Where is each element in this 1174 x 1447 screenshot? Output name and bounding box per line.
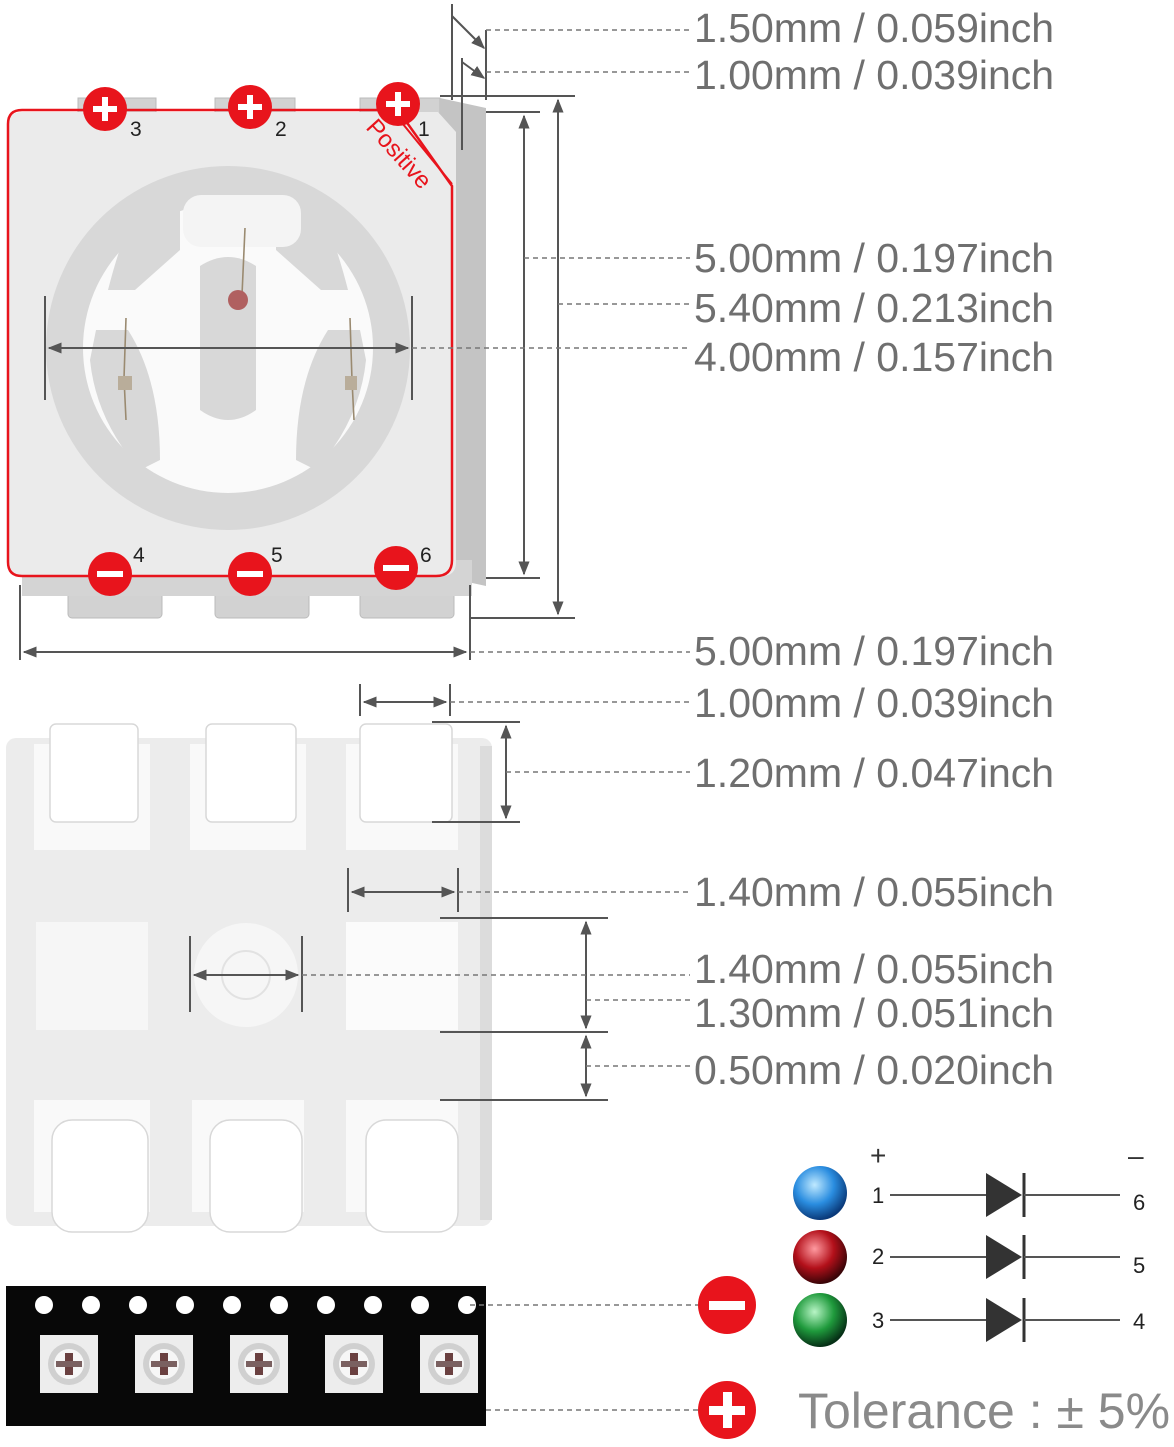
green-anode-pin: 3 <box>872 1308 884 1333</box>
sprocket-hole <box>458 1296 476 1314</box>
green-led-icon <box>793 1293 847 1347</box>
sprocket-hole <box>270 1296 288 1314</box>
dim-center-pad-width: 1.40mm / 0.055inch <box>694 869 1055 915</box>
sprocket-hole <box>35 1296 53 1314</box>
top-leader-lines <box>412 29 690 653</box>
red-channel: 2 5 <box>793 1230 1145 1284</box>
sprocket-hole <box>317 1296 335 1314</box>
body-outline <box>6 108 454 578</box>
dim-top-margin: 1.00mm / 0.039inch <box>694 52 1055 98</box>
dim-circle-diameter: 1.40mm / 0.055inch <box>694 946 1055 992</box>
tape-led-package <box>420 1335 478 1393</box>
pad-bottom-right <box>365 1119 459 1233</box>
red-anode-pin: 2 <box>872 1244 884 1269</box>
bottom-view <box>6 723 492 1233</box>
pad-top-center <box>205 723 297 823</box>
pad-top-left <box>49 723 139 823</box>
pad-middle-left <box>36 922 148 1030</box>
green-channel: 3 4 <box>793 1293 1145 1347</box>
plus-badge-pin-3 <box>83 87 127 131</box>
minus-badge-pin-6 <box>374 546 418 590</box>
blue-channel: 1 6 <box>793 1166 1145 1220</box>
red-led-icon <box>793 1230 847 1284</box>
pin-number-4: 4 <box>133 544 145 567</box>
pad-top-right <box>359 723 453 823</box>
green-cathode-pin: 4 <box>1133 1309 1145 1334</box>
tape-led-package <box>325 1335 383 1393</box>
tape-led-package <box>230 1335 288 1393</box>
dim-body-width: 5.00mm / 0.197inch <box>694 628 1055 674</box>
sprocket-hole <box>176 1296 194 1314</box>
tolerance-label: Tolerance : ± 5% <box>798 1383 1171 1439</box>
minus-badge-pin-4 <box>88 552 132 596</box>
bottom-dimension-lines <box>189 684 608 1101</box>
blue-anode-pin: 1 <box>872 1183 884 1208</box>
pin-number-2: 2 <box>275 118 287 141</box>
tape-led-package <box>40 1335 98 1393</box>
bottom-leader-lines <box>302 701 690 1067</box>
tape-minus-badge <box>698 1276 756 1334</box>
diode-symbol <box>986 1298 1022 1342</box>
pad-middle-right <box>346 922 458 1030</box>
sprocket-hole <box>223 1296 241 1314</box>
anode-plus-sign: + <box>870 1140 886 1171</box>
diode-symbol <box>986 1235 1022 1279</box>
dim-body-height: 5.40mm / 0.213inch <box>694 285 1055 331</box>
pin-number-3: 3 <box>130 118 142 141</box>
sprocket-hole <box>82 1296 100 1314</box>
bottom-body-edge <box>480 746 492 1220</box>
tape-plus-badge <box>698 1381 756 1439</box>
pad-bottom-left <box>51 1119 149 1233</box>
dim-lens-diameter: 4.00mm / 0.157inch <box>694 334 1055 380</box>
left-die <box>118 376 132 390</box>
pad-bottom-center <box>209 1119 303 1233</box>
positive-marker-line <box>397 117 453 185</box>
tape-strip <box>6 1286 486 1426</box>
pin-number-1: 1 <box>418 118 430 141</box>
blue-led-icon <box>793 1166 847 1220</box>
dim-pad-gap: 0.50mm / 0.020inch <box>694 1047 1055 1093</box>
right-die <box>345 376 357 390</box>
sprocket-hole <box>129 1296 147 1314</box>
tape-led-package <box>135 1335 193 1393</box>
red-die <box>228 290 248 310</box>
pin-number-6: 6 <box>420 544 432 567</box>
minus-badge-pin-5 <box>228 552 272 596</box>
sprocket-hole <box>364 1296 382 1314</box>
pin-number-5: 5 <box>271 544 283 567</box>
dim-pad-height: 1.20mm / 0.047inch <box>694 750 1055 796</box>
blue-cathode-pin: 6 <box>1133 1190 1145 1215</box>
top-pad <box>183 195 301 247</box>
plus-badge-pin-2 <box>228 85 272 129</box>
dim-center-pad-height: 1.30mm / 0.051inch <box>694 990 1055 1036</box>
circuit-diagram: + – 1 6 2 5 3 4 <box>793 1140 1145 1347</box>
top-pin-badges: 3 2 1 4 5 6 <box>83 82 432 596</box>
cathode-minus-sign: – <box>1128 1140 1144 1171</box>
dim-lens-height: 5.00mm / 0.197inch <box>694 235 1055 281</box>
diode-symbol <box>986 1173 1022 1217</box>
dim-pad-width: 1.00mm / 0.039inch <box>694 680 1055 726</box>
red-cathode-pin: 5 <box>1133 1253 1145 1278</box>
top-view: Positive <box>6 97 486 619</box>
plus-badge-pin-1 <box>376 82 420 126</box>
dim-top-offset: 1.50mm / 0.059inch <box>694 5 1055 51</box>
top-dimension-lines <box>19 4 575 660</box>
sprocket-hole <box>411 1296 429 1314</box>
